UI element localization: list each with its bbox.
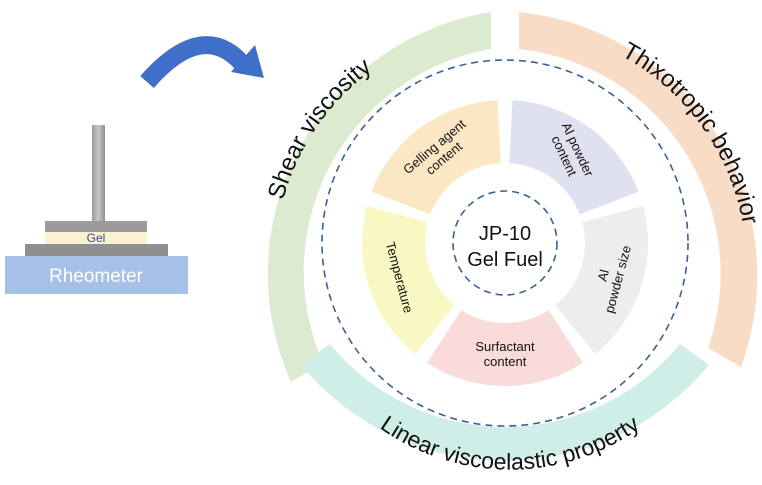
factor-al-content-segment [509,100,639,215]
rheometer-base [5,256,188,294]
factor-temperature-segment [362,205,455,355]
rheometer-top-plate [45,221,147,232]
thixotropic-behavior-ring [519,12,758,367]
factor-gelling-segment [371,100,501,215]
factor-al-size-line1: Al [595,268,613,283]
gel-sample [45,232,147,244]
dashed-boundary [321,59,689,427]
factor-surfactant-line1: Surfactant [475,339,535,354]
factor-al-size-segment [555,205,648,355]
rheometer-label: Rheometer [49,266,144,287]
rheometer-shaft [92,125,105,223]
factor-surfactant-segment [427,310,583,386]
rheometer-illustration: Gel Rheometer [5,125,188,294]
center-dashed-circle [452,190,558,296]
rheometer-bottom-plate [25,244,168,256]
shear-viscosity-ring [267,12,491,382]
center-title-line1: JP-10 [479,223,531,245]
gel-label: Gel [87,231,106,245]
linear-viscoelastic-ring [301,344,709,461]
factor-al-content-label: Al powdercontent [545,120,597,186]
curved-arrow-icon [140,36,264,89]
factor-surfactant-line2: content [484,354,527,369]
center-title-line2: Gel Fuel [467,249,543,271]
